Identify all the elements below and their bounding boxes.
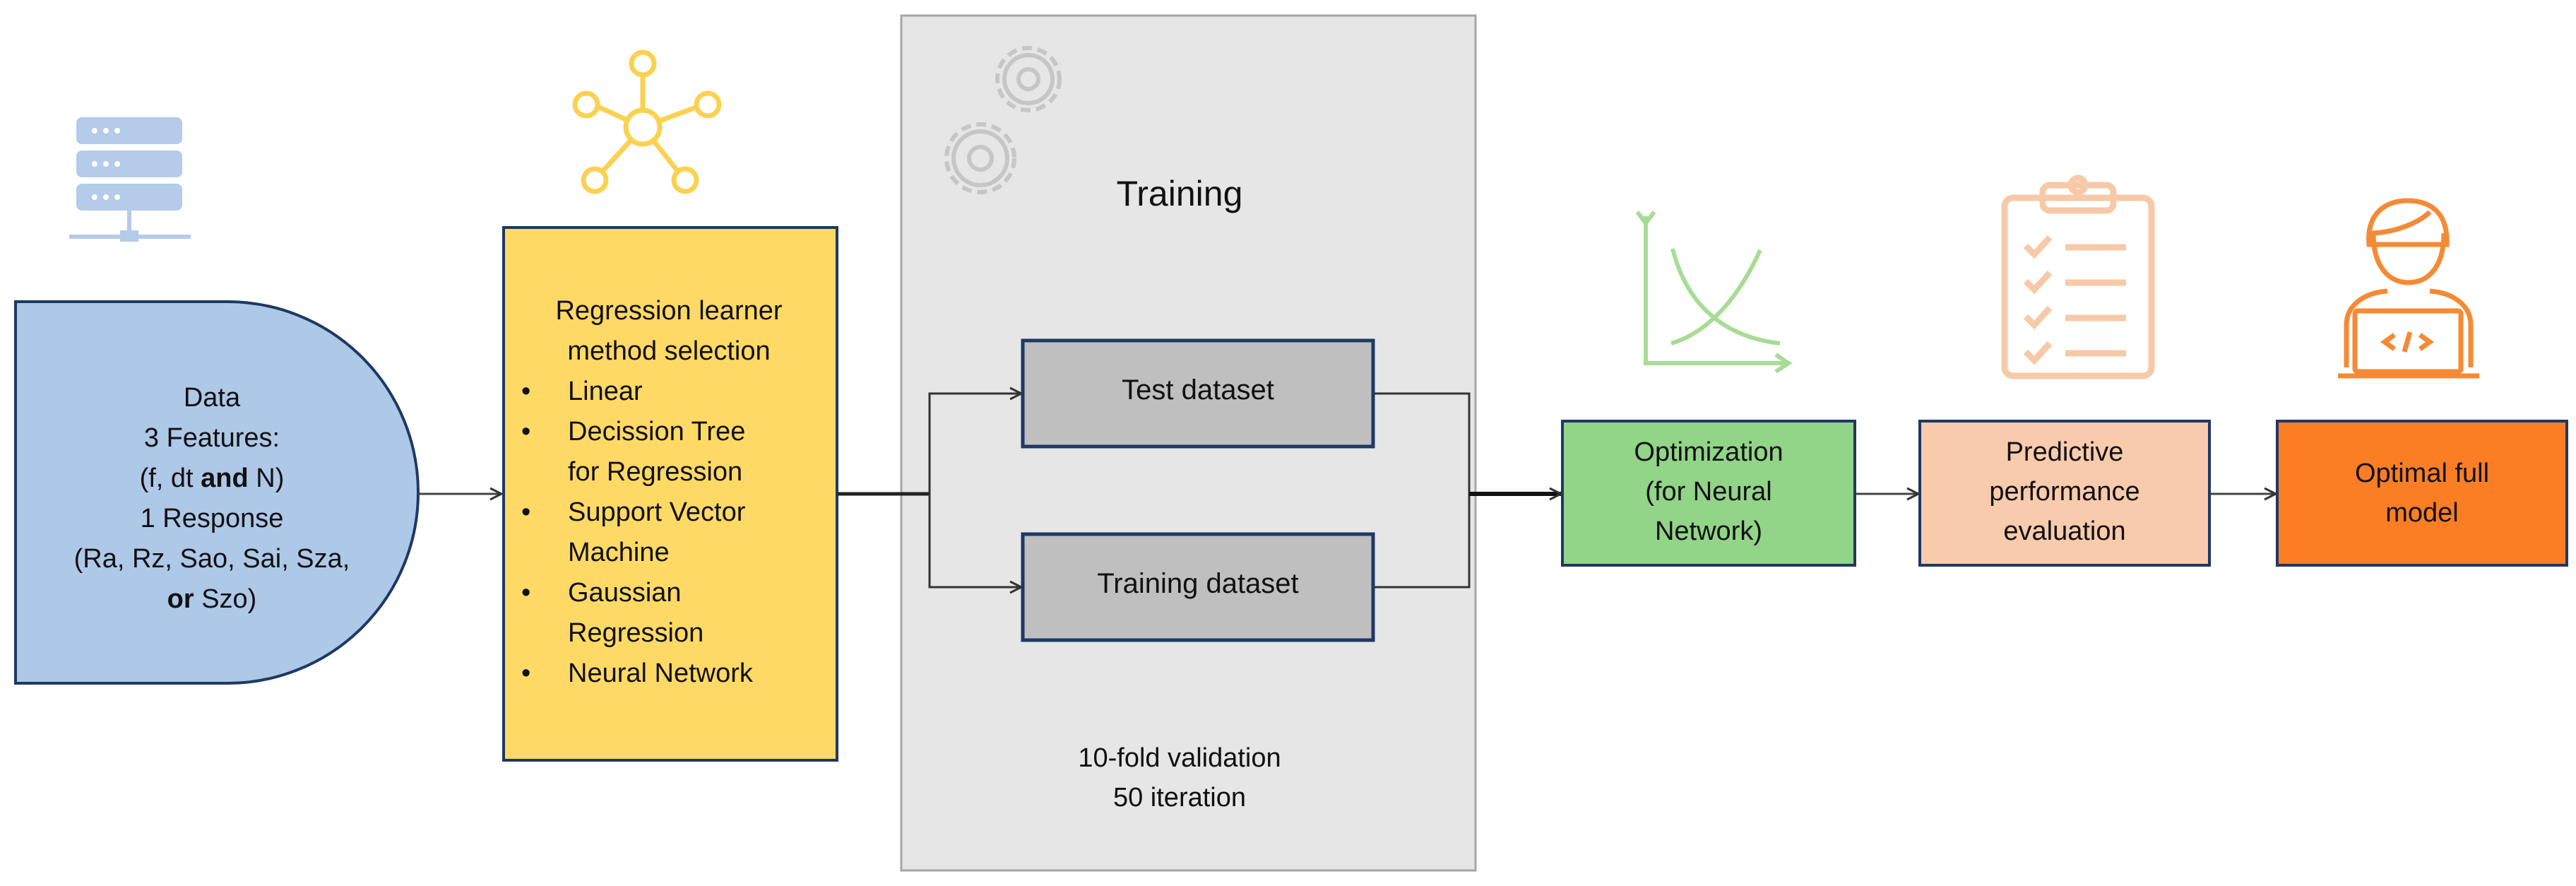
- line-test-merge: [1375, 392, 1471, 494]
- final-model-text: Optimal full model: [2277, 454, 2567, 533]
- method-neural-network: Neural Network: [521, 654, 835, 694]
- optimization-line-2: (for Neural: [1645, 477, 1772, 507]
- optimization-box: [1561, 420, 1856, 567]
- line-train-merge: [1375, 494, 1471, 589]
- arrow-split-to-train: [928, 494, 1021, 587]
- response-list-2: or Szo): [167, 584, 257, 614]
- predictive-line-1: Predictive: [2005, 437, 2124, 467]
- optimization-text: Optimization (for Neural Network): [1562, 432, 1855, 551]
- checklist-clipboard-icon: [2001, 175, 2155, 379]
- predictive-text: Predictive performance evaluation: [1920, 432, 2209, 551]
- predictive-box: [1918, 420, 2211, 567]
- validation-line-2: 50 iteration: [1112, 783, 1246, 813]
- method-title-2: method selection: [567, 336, 771, 366]
- method-title-1: Regression learner: [555, 296, 783, 326]
- database-server-icon: [69, 117, 191, 242]
- features-count: 3 Features:: [143, 423, 280, 453]
- method-linear: Linear: [521, 372, 835, 412]
- response-count: 1 Response: [140, 504, 284, 533]
- features-list: (f, dt and N): [139, 463, 285, 493]
- validation-line-1: 10-fold validation: [1078, 743, 1281, 773]
- final-line-1: Optimal full: [2354, 459, 2490, 488]
- test-dataset-box: [1021, 338, 1375, 449]
- data-shape: [14, 300, 420, 685]
- test-dataset-label: Test dataset: [1122, 374, 1274, 406]
- data-title: Data: [183, 383, 241, 413]
- training-title: Training: [1116, 174, 1243, 213]
- optimization-line-3: Network): [1654, 516, 1763, 546]
- training-dataset-box: [1021, 532, 1375, 642]
- method-selection-text: Regression learner method selection Line…: [503, 291, 835, 694]
- response-list-1: (Ra, Rz, Sao, Sai, Sza,: [73, 544, 350, 574]
- training-dataset-label: Training dataset: [1097, 568, 1299, 599]
- optimization-line-1: Optimization: [1634, 437, 1783, 467]
- final-model-box: [2276, 420, 2568, 567]
- data-shape-text: Data 3 Features: (f, dt and N) 1 Respons…: [21, 378, 403, 620]
- predictive-line-2: performance: [1989, 477, 2140, 507]
- curves-graph-icon: [1635, 211, 1793, 374]
- arrow-split-to-test: [928, 394, 1021, 494]
- network-nodes-icon: [572, 49, 722, 194]
- gears-icon: [944, 46, 1062, 194]
- predictive-line-3: evaluation: [2003, 516, 2126, 546]
- developer-laptop-icon: [2338, 198, 2479, 379]
- validation-text: 10-fold validation 50 iteration: [989, 738, 1370, 817]
- final-line-2: model: [2385, 498, 2459, 528]
